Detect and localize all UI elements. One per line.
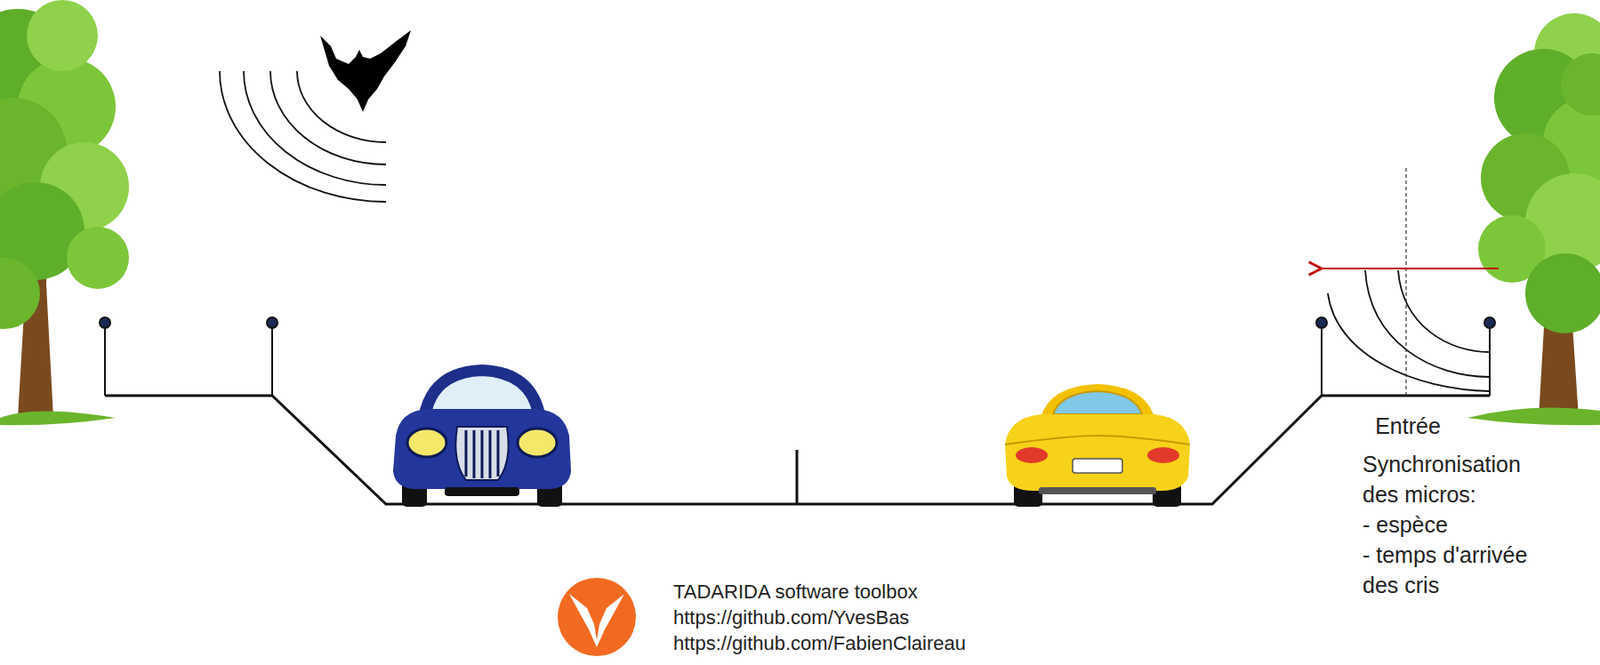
toolbox-title: TADARIDA software toolbox <box>673 579 918 605</box>
received-waves <box>1327 270 1490 392</box>
entrance-dashed-line <box>1405 168 1407 396</box>
entrance-label: Entrée <box>1374 412 1441 440</box>
repository-url: https://github.com/YvesBas <box>673 605 909 631</box>
blue-car <box>393 364 571 507</box>
repository-url: https://github.com/FabienClaireau <box>673 631 966 657</box>
sync-item: - espèce <box>1362 509 1554 540</box>
sync-note: Synchronisation des micros: <box>1362 449 1554 510</box>
microphones <box>99 317 1496 396</box>
sync-item: - temps d'arrivée des cris <box>1362 539 1554 601</box>
tree-right <box>1467 13 1600 426</box>
bat-echo-waves <box>219 71 386 202</box>
tadarida-logo <box>557 578 636 657</box>
direction-arrow <box>1321 267 1499 270</box>
tree-left <box>0 0 129 426</box>
road-profile <box>104 395 1490 505</box>
bat <box>320 30 411 113</box>
yellow-car <box>1005 384 1190 507</box>
